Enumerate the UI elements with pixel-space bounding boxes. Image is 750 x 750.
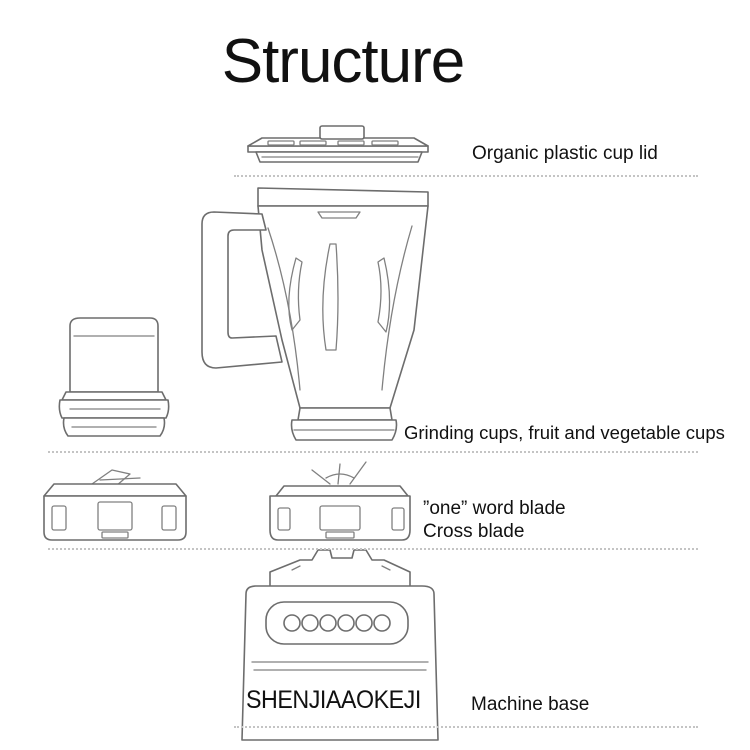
divider-cups	[48, 451, 698, 453]
grinding-cup-illustration	[58, 317, 170, 437]
divider-lid	[234, 175, 698, 177]
cross-blade-illustration	[269, 461, 411, 541]
label-machine-base: Machine base	[471, 694, 590, 715]
divider-blades	[48, 548, 698, 550]
label-cross-blade: Cross blade	[423, 521, 525, 542]
brand-watermark: SHENJIAAOKEJI	[246, 686, 421, 714]
label-one-word-blade: ”one” word blade	[423, 498, 566, 519]
divider-base	[234, 726, 698, 728]
machine-base-illustration	[241, 549, 439, 741]
label-grinding-cups: Grinding cups, fruit and vegetable cups	[404, 422, 725, 443]
cup-lid-illustration	[247, 125, 429, 163]
one-word-blade-illustration	[43, 469, 187, 541]
diagram-title: Structure	[221, 27, 466, 96]
label-cup-lid: Organic plastic cup lid	[472, 143, 658, 164]
blender-jar-illustration	[201, 187, 429, 441]
